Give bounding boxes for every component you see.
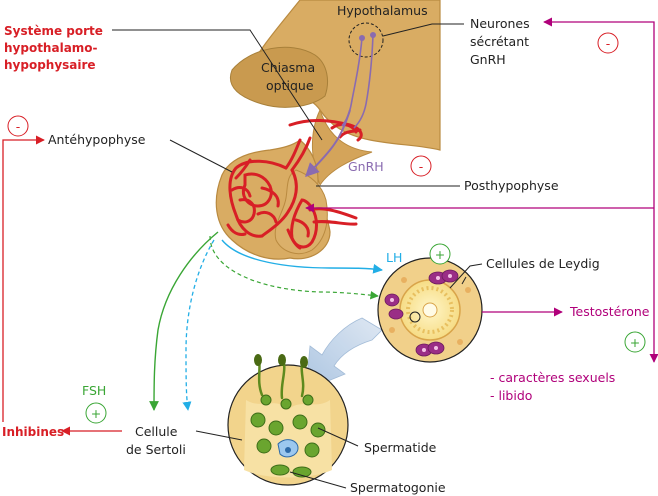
label-libido: - libido <box>490 388 532 403</box>
label-neurones-2: sécrétant <box>470 34 529 49</box>
label-gnrh: GnRH <box>348 159 384 174</box>
svg-text:-: - <box>606 36 611 51</box>
svg-text:-: - <box>419 159 424 174</box>
plus-sign-fsh: + <box>85 402 107 424</box>
testosterone-feedback-hypothalamus <box>543 17 655 208</box>
leydig-tissue <box>377 257 483 363</box>
inhibines-feedback-line <box>2 135 45 422</box>
label-hypothalamus: Hypothalamus <box>337 3 428 18</box>
label-posthypophyse: Posthypophyse <box>464 178 559 193</box>
label-fsh: FSH <box>82 383 106 398</box>
label-systeme-porte-1: Système porte <box>4 24 103 38</box>
fsh-dashed-arrow <box>209 235 379 300</box>
label-caracteres: - caractères sexuels <box>490 370 615 385</box>
label-leydig: Cellules de Leydig <box>486 256 600 271</box>
fsh-arrow <box>149 231 219 411</box>
label-spermatide: Spermatide <box>364 440 437 455</box>
lh-dashed-arrow <box>182 239 215 411</box>
label-neurones-3: GnRH <box>470 52 506 67</box>
label-chiasma-1: Chiasma <box>261 60 315 75</box>
chiasma-optique-shape <box>229 46 328 108</box>
label-sertoli-2: de Sertoli <box>126 442 186 457</box>
label-chiasma-2: optique <box>266 78 314 93</box>
svg-text:+: + <box>435 247 445 262</box>
label-sertoli-1: Cellule <box>135 424 178 439</box>
label-neurones-1: Neurones <box>470 16 530 31</box>
label-testosterone: Testostérone <box>569 304 650 319</box>
lh-arrow <box>221 239 383 274</box>
leader-lines <box>112 23 483 489</box>
minus-sign-neurones: - <box>597 32 619 54</box>
label-spermatogonie: Spermatogonie <box>350 480 446 495</box>
label-lh: LH <box>386 250 402 265</box>
svg-text:-: - <box>16 119 21 134</box>
label-inhibines: Inhibines <box>2 425 64 439</box>
label-antehypophyse: Antéhypophyse <box>48 132 146 147</box>
gnrh-neurons <box>305 22 384 177</box>
label-systeme-porte-2: hypothalamo- <box>4 41 98 55</box>
label-systeme-porte-3: hypophysaire <box>4 58 96 72</box>
svg-text:+: + <box>630 335 640 350</box>
svg-text:+: + <box>91 406 101 421</box>
plus-sign-lh: + <box>429 243 451 265</box>
minus-sign-inhibines: - <box>7 115 29 137</box>
plus-sign-testosterone: + <box>624 331 646 353</box>
seminiferous-tubule <box>227 354 349 486</box>
minus-sign-gnrh: - <box>410 155 432 177</box>
